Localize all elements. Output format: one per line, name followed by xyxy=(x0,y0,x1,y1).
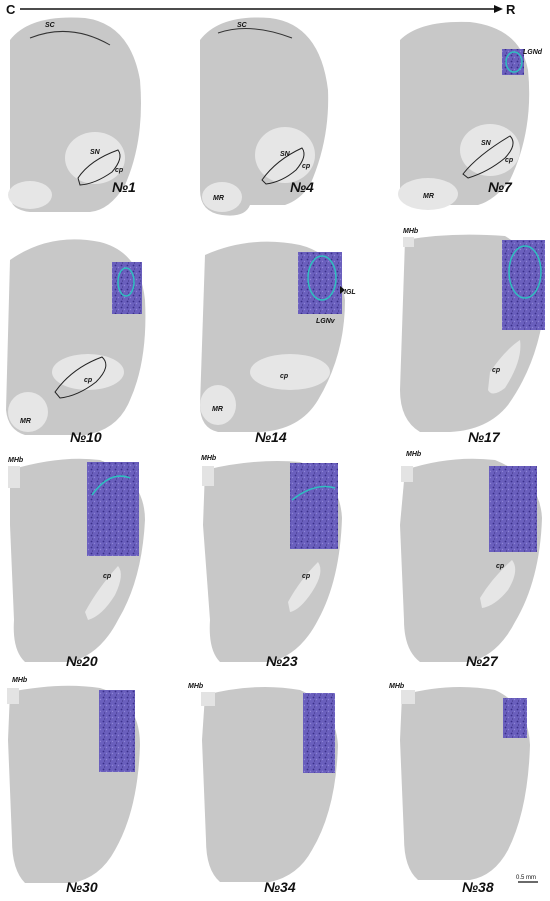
label-cp: cp xyxy=(103,573,112,580)
label-mr: MR xyxy=(423,193,434,200)
section-number: №1 xyxy=(112,179,136,195)
label-cp: cp xyxy=(280,373,289,380)
label-cp: cp xyxy=(115,167,124,174)
section-number: №4 xyxy=(290,179,314,195)
label-cp: cp xyxy=(496,563,505,570)
section-number: №7 xyxy=(488,179,513,195)
label-mhb: MHb xyxy=(201,455,217,462)
section-number: №10 xyxy=(70,429,102,445)
section-panel-38: MHb №38 xyxy=(389,683,530,895)
label-mr: MR xyxy=(213,195,224,202)
label-sn: SN xyxy=(90,149,101,156)
label-mhb: MHb xyxy=(12,677,28,684)
section-panel-20: MHb cp №20 xyxy=(8,457,145,669)
section-panel-10: cp MR №10 xyxy=(6,239,146,445)
label-mhb: MHb xyxy=(403,228,419,235)
label-mr: MR xyxy=(212,406,223,413)
label-mr: MR xyxy=(20,418,31,425)
axis-label-rostral: R xyxy=(506,2,516,17)
section-number: №38 xyxy=(462,879,494,895)
section-number: №20 xyxy=(66,653,98,669)
axis-label-caudal: C xyxy=(6,2,16,17)
section-panel-23: MHb cp №23 xyxy=(201,455,342,669)
label-sc: SC xyxy=(237,22,248,29)
section-number: №34 xyxy=(264,879,296,895)
label-igl: IGL xyxy=(344,289,356,296)
scale-bar-label: 0.5 mm xyxy=(516,875,536,881)
section-panel-30: MHb №30 xyxy=(7,677,140,895)
section-panel-27: MHb cp №27 xyxy=(400,451,542,669)
direction-axis: C R xyxy=(6,2,516,17)
section-number: №27 xyxy=(466,653,499,669)
section-panel-4: SC SN cp MR №4 xyxy=(200,17,329,216)
label-mhb: MHb xyxy=(188,683,204,690)
label-mhb: MHb xyxy=(8,457,24,464)
label-lgnd: LGNd xyxy=(523,49,543,56)
label-lgnv: LGNv xyxy=(316,318,336,325)
label-sc: SC xyxy=(45,22,56,29)
section-number: №17 xyxy=(468,429,501,445)
label-cp: cp xyxy=(84,377,93,384)
label-cp: cp xyxy=(492,367,501,374)
label-mhb: MHb xyxy=(406,451,422,458)
label-cp: cp xyxy=(302,573,311,580)
label-cp: cp xyxy=(505,157,514,164)
section-panel-17: MHb cp №17 xyxy=(400,228,545,445)
scale-bar: 0.5 mm xyxy=(516,875,538,883)
label-sn: SN xyxy=(280,151,291,158)
label-sn: SN xyxy=(481,140,492,147)
section-number: №14 xyxy=(255,429,287,445)
label-mhb: MHb xyxy=(389,683,405,690)
section-number: №30 xyxy=(66,879,98,895)
section-panel-1: SC SN cp №1 xyxy=(8,17,141,212)
label-cp: cp xyxy=(302,163,311,170)
section-panel-14: IGL LGNv cp MR №14 xyxy=(200,241,356,445)
section-panel-34: MHb №34 xyxy=(188,683,338,895)
section-number: №23 xyxy=(266,653,298,669)
section-panel-7: LGNd SN cp MR №7 xyxy=(398,21,543,210)
